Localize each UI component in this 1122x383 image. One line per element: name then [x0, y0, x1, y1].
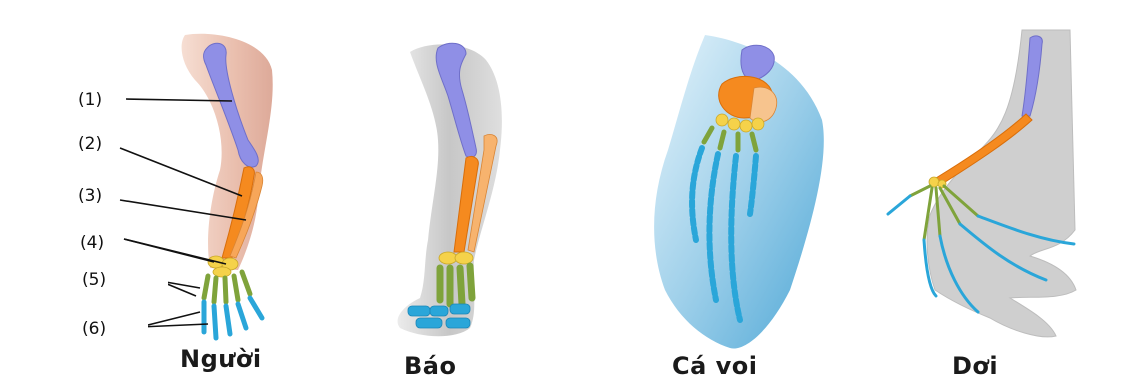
label-6: (6)	[74, 315, 148, 344]
label-2: (2)	[70, 130, 110, 159]
leopard-leg	[398, 43, 502, 336]
whale-flipper	[654, 35, 824, 348]
label-5: (5)	[74, 266, 168, 295]
human-phalanges	[204, 298, 262, 338]
caption-bat: Dơi	[952, 352, 998, 380]
caption-whale: Cá voi	[672, 352, 758, 380]
bat-wing-membrane	[927, 30, 1076, 337]
label-3: (3)	[70, 182, 110, 211]
label-1: (1)	[70, 86, 110, 115]
caption-human: Người	[180, 345, 262, 373]
caption-leopard: Báo	[404, 352, 456, 380]
human-arm	[182, 34, 273, 338]
human-metacarpals	[204, 272, 250, 302]
label-4: (4)	[72, 229, 112, 258]
bat-wing	[888, 30, 1076, 337]
